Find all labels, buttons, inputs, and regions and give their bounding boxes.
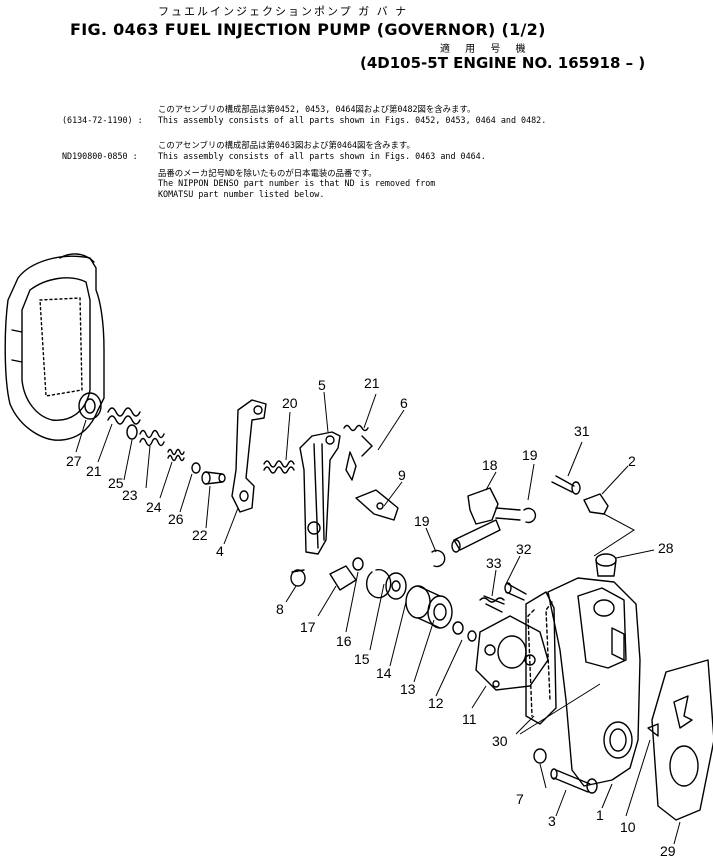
part-30-gasket [651,659,713,821]
part-26-washer [126,424,138,440]
part-3-bolt [550,768,598,794]
callout-24: 23 [122,487,138,503]
part-2-bracket [583,493,609,515]
note2-part-code: ND190800-0850 : [62,151,138,161]
callout-25: 24 [146,499,162,515]
callout-16: 16 [336,633,352,649]
part-27-washer [191,462,201,474]
part-12-washer [452,621,477,642]
japanese-applicable-models: 適 用 号 機 [440,44,532,55]
part-6-clip [345,435,373,481]
callout-13: 13 [400,681,416,697]
callout-17: 17 [300,619,316,635]
callout-33: 32 [516,541,532,557]
callout-3: 3 [548,813,556,829]
callout-34: 33 [486,555,502,571]
part-7-nut [533,748,547,764]
callout-23: 22 [192,527,208,543]
callout-19-upper: 19 [522,447,538,463]
engine-serial-range: (4D105-5T ENGINE NO. 165918 – ) [360,54,646,72]
note1-japanese: このアセンブリの構成部品は第0452, 0453, 0464図および第0482図… [158,104,476,114]
callout-9: 9 [398,467,406,483]
callout-7: 7 [516,791,524,807]
callout-27: 26 [168,511,184,527]
part-18-shaft [451,487,521,553]
callout-32: 31 [574,423,590,439]
note2-english: This assembly consists of all parts show… [158,151,486,161]
callout-6: 6 [400,395,408,411]
part-19-snap-ring-upper [523,507,537,524]
part-5-lever [299,431,341,555]
part-21-spring [343,424,369,432]
note3-english-line1: The NIPPON DENSO part number is that ND … [158,178,436,188]
part-9-link [355,489,399,521]
callout-12: 12 [428,695,444,711]
callout-26: 25 [108,475,124,491]
part-8-bush [290,569,306,587]
leader-lines [75,391,681,845]
part-19-snap-ring-lower [431,549,446,568]
part-11-flyweight [475,615,549,691]
figure-title: FIG. 0463 FUEL INJECTION PUMP (GOVERNOR)… [70,20,546,39]
part-20-spring [263,460,295,474]
part-29-cap [595,553,617,577]
callout-11: 11 [462,711,477,727]
callout-29: 28 [658,540,674,556]
callout-4: 4 [216,543,224,559]
callout-14: 14 [376,665,392,681]
part-22-spring [107,407,141,425]
note2-japanese: このアセンブリの構成部品は第0463図および第0464図を含みます。 [158,140,415,150]
part-13-sleeve [405,585,453,629]
callout-18: 18 [482,457,498,473]
part-16-washer [352,557,364,571]
note1-part-code: (6134-72-1190) : [62,115,143,125]
part-24-spring [139,429,165,447]
callout-30: 29 [660,843,676,857]
part-31-gasket [525,591,557,725]
callout-15: 15 [354,651,370,667]
part-34-bolt [479,595,505,613]
governor-body [527,577,641,787]
callout-31: 30 [492,733,508,749]
note3-japanese: 品番のメーカ記号NDを除いたものが日本電装の品番です。 [158,168,377,178]
part-28-nut [78,392,102,420]
callout-5: 5 [318,377,326,393]
part-10-key [647,723,659,737]
japanese-title: フュエルインジェクションポンプ ガ バ ナ [158,5,409,18]
part-14-washer [385,572,407,600]
part-25-spring [167,448,185,462]
part-4-lever [231,399,267,513]
note1-english: This assembly consists of all parts show… [158,115,547,125]
callout-21: 21 [364,375,380,391]
governor-housing-cover [4,253,105,441]
callout-10: 10 [620,819,636,835]
part-33-bolt [504,582,527,601]
callout-2: 2 [628,453,636,469]
part-17-sleeve [329,565,357,591]
callout-19-lower: 19 [414,513,430,529]
part-32-bolt [551,475,581,495]
note3-english-line2: KOMATSU part number listed below. [158,189,325,199]
callout-20: 20 [282,395,298,411]
callout-28: 27 [66,453,82,469]
callout-8: 8 [276,601,284,617]
part-23-pin [201,471,226,485]
callout-22: 21 [86,463,102,479]
callout-labels: 27 21 25 23 24 26 22 4 20 5 21 6 9 8 17 … [66,375,676,857]
callout-1: 1 [596,807,604,823]
part-15-ring [366,568,392,599]
